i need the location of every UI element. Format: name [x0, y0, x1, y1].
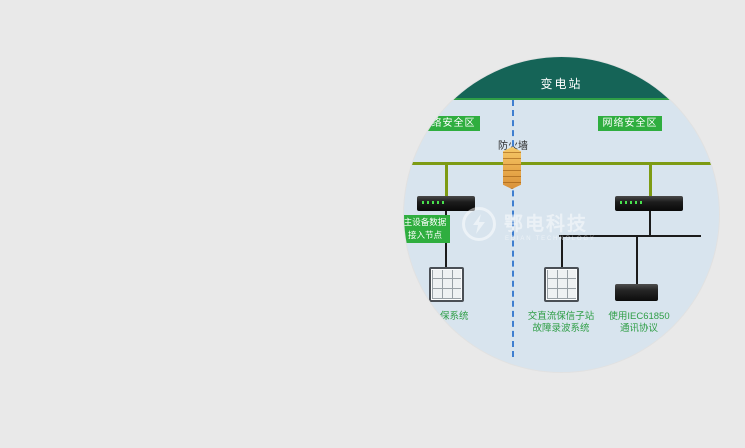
relay-device-left-icon — [429, 267, 464, 302]
relay-panel-grid — [432, 270, 461, 299]
network-bus-line — [404, 162, 719, 165]
device-label-middle-line1: 交直流保信子站 — [527, 311, 595, 322]
relay-panel-grid — [547, 270, 576, 299]
connector-gateway-drop — [636, 237, 638, 284]
device-label-left: 保系统 — [440, 311, 469, 322]
connector-middle-drop — [561, 237, 563, 268]
security-zone-divider — [512, 100, 514, 357]
device-label-middle: 交直流保信子站 故障录波系统 — [508, 311, 614, 335]
watermark-text: 鄂电科技 — [504, 214, 589, 235]
substation-title: 变电站 — [540, 77, 583, 91]
network-drop-right — [649, 162, 652, 196]
access-node-line2: 接入节点 — [407, 230, 442, 240]
switch-led-lights — [620, 201, 644, 204]
watermark: 鄂电科技 EDIAN TECHNOLOGY — [462, 205, 632, 257]
switch-led-lights — [422, 201, 446, 204]
connector-right-bus — [559, 235, 701, 237]
device-label-right-line1: 使用IEC61850 — [608, 311, 670, 322]
substation-header-band: 变电站 — [404, 57, 719, 98]
lightning-bolt-icon — [473, 214, 485, 234]
watermark-logo-icon — [462, 207, 496, 241]
network-switch-left-icon — [417, 196, 475, 211]
device-label-right: 使用IEC61850 通讯协议 — [600, 311, 678, 335]
network-drop-left — [445, 162, 448, 196]
connector-right-vertical — [649, 211, 651, 237]
relay-device-middle-icon — [544, 267, 579, 302]
device-label-right-line2: 通讯协议 — [619, 323, 658, 334]
gateway-device-icon — [615, 284, 658, 301]
zone-label-right: 网络安全区 — [598, 116, 662, 131]
access-node-label: 主设备数据 接入节点 — [404, 215, 450, 243]
network-switch-right-icon — [615, 196, 683, 211]
firewall-icon — [503, 147, 521, 189]
diagram-circle: 变电站 网络安全区 网络安全区 防火墙 主设备数据 接入节点 — [404, 57, 719, 372]
device-label-middle-line2: 故障录波系统 — [532, 323, 590, 334]
header-accent-line — [404, 98, 719, 100]
access-node-line1: 主设备数据 — [404, 217, 447, 227]
zone-label-left: 网络安全区 — [416, 116, 480, 131]
